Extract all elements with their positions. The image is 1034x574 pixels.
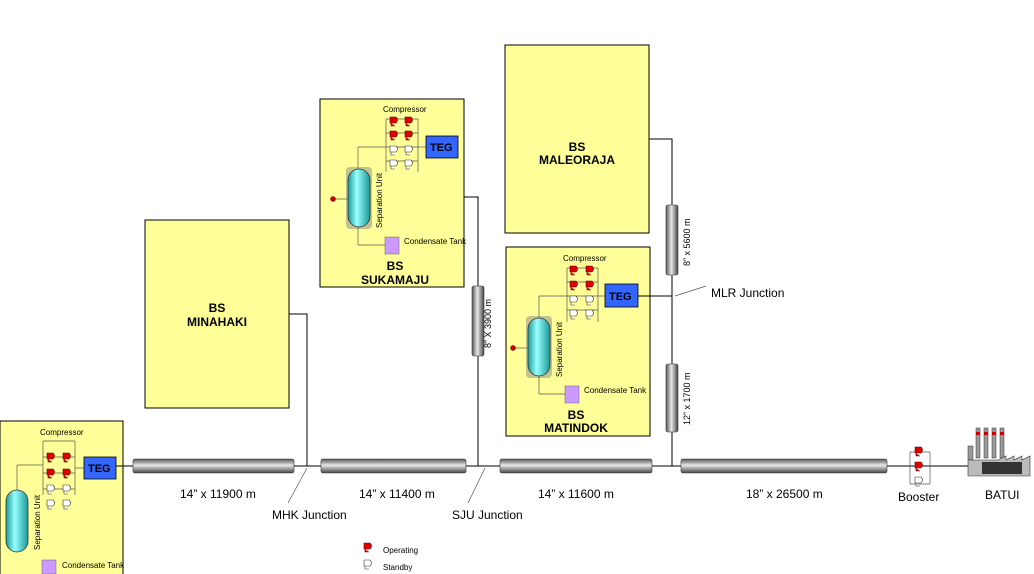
pipe-segment-3 bbox=[499, 458, 653, 474]
pipe-label-matindok-branch: 12” x 1700 m bbox=[682, 372, 692, 425]
teg-unit bbox=[425, 135, 459, 159]
condensate-tank-label: Condensate Tank bbox=[404, 237, 467, 246]
pipe-sukamaju-branch bbox=[471, 285, 485, 357]
station-sukamaju: Compressor TEG Separation Unit Condensat… bbox=[319, 98, 467, 288]
legend-standby-label: Standby bbox=[383, 563, 412, 572]
station-sukamaju-title-line1: BS bbox=[387, 259, 404, 273]
pipe-segment-4 bbox=[680, 458, 888, 474]
station-maleoraja-title-line1: BS bbox=[569, 140, 586, 154]
standby-legend-icon bbox=[363, 559, 372, 570]
separation-unit-label: Separation Unit bbox=[555, 321, 564, 377]
pipe-label-maleoraja-branch: 8” x 5600 m bbox=[682, 218, 692, 266]
station-matindok-title-line2: MATINDOK bbox=[544, 421, 608, 435]
pipe-label-seg4: 18” x 26500 m bbox=[746, 487, 823, 501]
booster-station: Booster bbox=[898, 446, 939, 504]
mhk-junction-label: MHK Junction bbox=[272, 508, 347, 522]
condensate-tank bbox=[384, 236, 400, 255]
mlr-junction-label: MLR Junction bbox=[711, 286, 784, 300]
mlr-junction-leader bbox=[674, 285, 707, 297]
condensate-tank-label: Condensate Tank bbox=[62, 561, 125, 570]
main-pipeline bbox=[123, 458, 1000, 474]
teg-unit bbox=[83, 456, 117, 480]
separator-vessel bbox=[5, 489, 29, 553]
pipe-label-sukamaju-branch: 8” X 3900 m bbox=[483, 299, 493, 348]
station-sukamaju-title-line2: SUKAMAJU bbox=[361, 273, 429, 287]
station-minahaki: BS MINAHAKI bbox=[144, 219, 290, 409]
compressor-label: Compressor bbox=[40, 428, 84, 437]
pipe-label-seg1: 14” x 11900 m bbox=[180, 487, 256, 501]
teg-label: TEG bbox=[609, 291, 632, 303]
station-minahaki-title-line2: MINAHAKI bbox=[187, 315, 247, 329]
sju-junction-leader bbox=[467, 467, 486, 504]
pipe-segment-2 bbox=[320, 458, 467, 474]
legend: Operating Standby bbox=[363, 542, 418, 572]
separator-vessel bbox=[347, 168, 371, 228]
batui-plant-icon: BATUI bbox=[967, 427, 1031, 502]
batui-plant-station: Compressor TEG Separation Unit Condensat… bbox=[0, 420, 133, 574]
condensate-tank bbox=[41, 559, 57, 574]
condensate-tank-label: Condensate Tank bbox=[584, 386, 647, 395]
operating-legend-icon bbox=[363, 542, 372, 553]
sju-junction-label: SJU Junction bbox=[452, 508, 523, 522]
station-maleoraja-title-line2: MALEORAJA bbox=[539, 153, 615, 167]
separation-unit-label: Separation Unit bbox=[33, 494, 42, 550]
pipe-maleoraja-branch bbox=[665, 204, 679, 276]
pipe-matindok-branch bbox=[665, 363, 679, 433]
station-minahaki-title-line1: BS bbox=[209, 301, 226, 315]
compressor-label: Compressor bbox=[383, 105, 427, 114]
station-matindok-title-line1: BS bbox=[568, 408, 585, 422]
pipe-label-seg2: 14” x 11400 m bbox=[359, 487, 435, 501]
teg-label: TEG bbox=[430, 142, 453, 154]
legend-operating-label: Operating bbox=[383, 546, 418, 555]
batui-label: BATUI bbox=[985, 488, 1019, 502]
station-matindok: Compressor TEG Separation Unit Condensat… bbox=[505, 246, 672, 437]
mhk-junction-leader bbox=[287, 467, 308, 504]
booster-label: Booster bbox=[898, 490, 939, 504]
condensate-tank bbox=[564, 385, 580, 404]
pipe-segment-1 bbox=[132, 458, 295, 474]
separation-unit-label: Separation Unit bbox=[375, 172, 384, 228]
separator-vessel bbox=[527, 317, 551, 377]
compressor-label: Compressor bbox=[563, 254, 607, 263]
pipe-label-seg3: 14” x 11600 m bbox=[538, 487, 614, 501]
station-maleoraja: BS MALEORAJA bbox=[504, 44, 650, 234]
teg-label: TEG bbox=[88, 463, 111, 475]
